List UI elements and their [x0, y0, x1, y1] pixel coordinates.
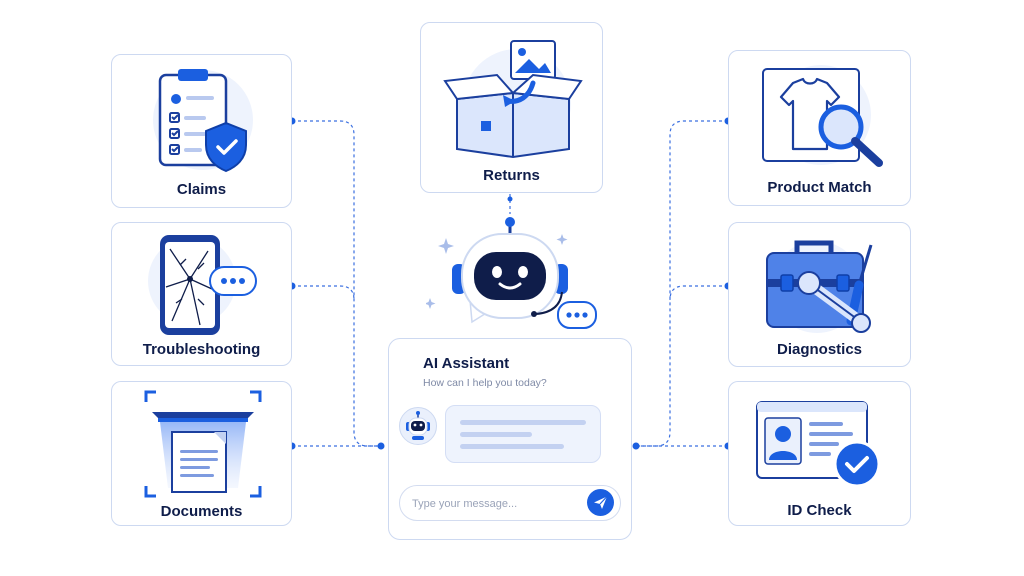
cracked-phone-icon [148, 235, 257, 335]
id-card-check-icon [756, 401, 881, 488]
robot-icon [424, 217, 597, 329]
returns-card[interactable]: Returns [420, 22, 603, 193]
documents-card[interactable]: Documents [111, 381, 292, 526]
connector-dot [377, 442, 385, 450]
assistant-title: AI Assistant [423, 355, 510, 372]
message-input-box[interactable] [399, 485, 621, 521]
troubleshooting-card[interactable]: Troubleshooting [111, 222, 292, 366]
message-placeholder-line [460, 432, 532, 437]
product-match-label: Product Match [767, 179, 872, 196]
claims-label: Claims [176, 181, 227, 198]
send-icon [594, 496, 608, 509]
scanner-document-icon [144, 390, 262, 498]
send-button[interactable] [587, 489, 614, 516]
documents-label: Documents [160, 503, 243, 520]
sparkle-icon [424, 234, 568, 309]
message-placeholder-line [460, 420, 586, 425]
message-input[interactable] [410, 493, 574, 515]
assistant-subtitle: How can I help you today? [423, 377, 547, 389]
product-match-card[interactable]: Product Match [728, 50, 911, 206]
robot-avatar-icon [406, 411, 430, 440]
toolbox-wrench-icon [766, 240, 873, 333]
connector-dot [507, 196, 513, 202]
assistant-robot [424, 214, 598, 337]
assistant-chat-card: AI Assistant How can I help you today? [388, 338, 632, 540]
id-check-label: ID Check [787, 502, 852, 519]
diagnostics-card[interactable]: Diagnostics [728, 222, 911, 367]
diagnostics-label: Diagnostics [776, 341, 863, 358]
troubleshooting-label: Troubleshooting [142, 341, 261, 358]
bot-avatar [399, 407, 437, 445]
assistant-message-bubble [445, 405, 601, 463]
returns-label: Returns [483, 167, 540, 184]
claims-card[interactable]: Claims [111, 54, 292, 208]
connector-dot [632, 442, 640, 450]
id-check-card[interactable]: ID Check [728, 381, 911, 526]
shirt-magnifier-icon [762, 65, 883, 167]
clipboard-shield-icon [153, 69, 253, 173]
message-placeholder-line [460, 444, 564, 449]
open-box-icon [443, 40, 583, 159]
